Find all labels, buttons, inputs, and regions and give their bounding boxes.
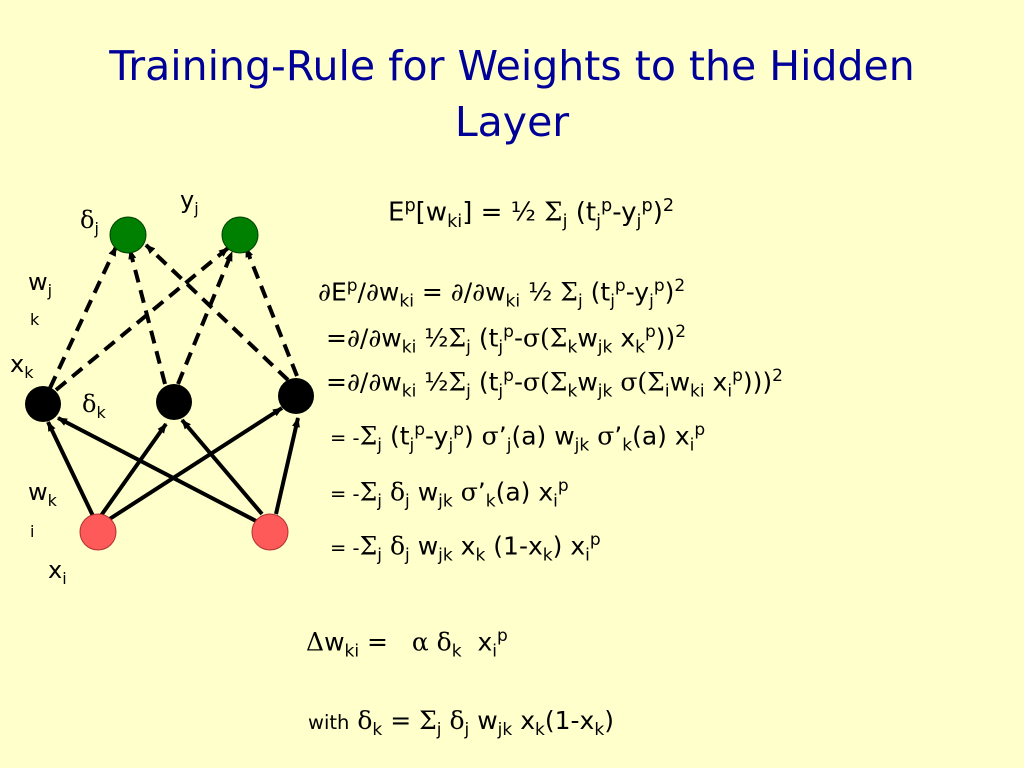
hidden-node <box>156 384 192 420</box>
equation-delta-k: with δk = Σj δj wjk xk(1-xk) <box>308 706 614 740</box>
edge-hidden1-output2 <box>54 246 230 392</box>
output-node <box>221 216 259 254</box>
hidden-node <box>25 386 61 422</box>
edge-hidden1-output1 <box>48 246 118 389</box>
edge-hidden2-output1 <box>128 249 167 385</box>
label-y-j: yj <box>180 186 199 218</box>
edge-input1-hidden1 <box>46 421 96 519</box>
edge-input2-hidden3 <box>274 417 300 515</box>
label-delta-j: δj <box>80 206 99 238</box>
equation-weight-update: Δwki = α δk xip <box>306 626 508 662</box>
equation-derivative-5: = -Σj δj wjk σ’k(a) xip <box>330 476 569 512</box>
edge-input2-hidden1 <box>57 416 259 524</box>
equation-derivative-3: =∂/∂wki ½Σj (tjp-σ(Σkwjk σ(Σiwki xip)))2 <box>326 366 783 402</box>
label-x-i: xi <box>48 556 67 588</box>
input-node <box>251 513 289 551</box>
label-w-jk-sub: k <box>30 310 40 329</box>
edge-input1-hidden3 <box>106 406 284 522</box>
edge-hidden2-output2 <box>176 251 234 385</box>
label-w-ki: wk <box>28 478 57 510</box>
title-line-1: Training-Rule for Weights to the Hidden <box>109 42 915 90</box>
equation-error: Ep[wki] = ½ Σj (tjp-yjp)2 <box>388 196 675 232</box>
equation-derivative-4: = -Σj (tjp-yjp) σ’j(a) wjk σ’k(a) xip <box>330 420 706 456</box>
label-delta-k: δk <box>82 390 106 422</box>
equation-derivative-1: ∂Ep/∂wki = ∂/∂wki ½ Σj (tjp-yjp)2 <box>318 276 686 312</box>
edge-hidden3-output2 <box>244 247 299 377</box>
edge-input1-hidden2 <box>98 422 168 519</box>
label-w-ki-sub: i <box>30 522 35 541</box>
equation-derivative-2: =∂/∂wki ½Σj (tjp-σ(Σkwjk xkp))2 <box>326 322 687 358</box>
output-node <box>109 216 147 254</box>
edge-input2-hidden2 <box>180 418 264 516</box>
input-node <box>79 513 117 551</box>
edge-hidden3-output1 <box>144 243 290 382</box>
label-x-k: xk <box>10 350 34 382</box>
slide-title: Training-Rule for Weights to the Hidden … <box>0 38 1024 150</box>
label-w-jk: wj <box>28 268 53 300</box>
hidden-node <box>278 378 314 414</box>
title-line-2: Layer <box>454 98 570 146</box>
equation-derivative-6: = -Σj δj wjk xk (1-xk) xip <box>330 530 601 566</box>
